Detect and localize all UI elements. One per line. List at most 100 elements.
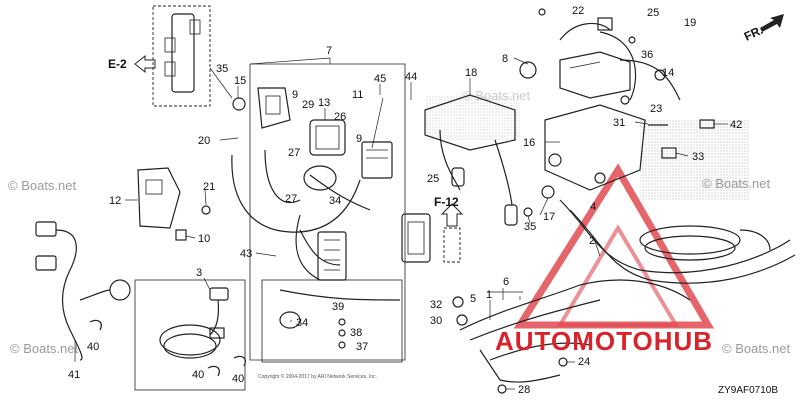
- grommet-17: [541, 185, 555, 199]
- callout-45: 45: [374, 73, 386, 85]
- callout-44: 44: [405, 71, 417, 83]
- frame-7: [249, 63, 406, 361]
- washer-36: [628, 36, 636, 44]
- copyright-line: Copyright © 2004-2017 by ARI Network Ser…: [258, 373, 377, 380]
- callout-41: 41: [68, 369, 80, 381]
- watermark-3: © Boats.net: [702, 176, 771, 191]
- relay-bracket: [232, 87, 291, 129]
- callout-40b: 40: [192, 369, 204, 381]
- callout-43: 43: [240, 248, 252, 260]
- callout-9b: 9: [356, 133, 362, 145]
- nut-30: [456, 314, 468, 326]
- clamp-34b: [279, 311, 301, 329]
- callout-labels: 22 25 19 36 FR. E-2 35 15 7 8 18 14 44 4…: [68, 5, 765, 396]
- callout-27b: 27: [285, 193, 297, 205]
- clip-40b: [207, 365, 220, 377]
- screws-37-39: [338, 318, 346, 349]
- wire-harness: [231, 149, 401, 301]
- callout-7: 7: [326, 45, 332, 57]
- callout-29: 29: [302, 99, 314, 111]
- callout-8: 8: [502, 53, 508, 65]
- lower-harness: [459, 279, 691, 383]
- callout-10: 10: [198, 233, 210, 245]
- callout-25b: 25: [427, 173, 439, 185]
- callout-37: 37: [356, 341, 368, 353]
- callout-23: 23: [650, 103, 662, 115]
- clamp-34: [303, 165, 337, 191]
- cable-14: [559, 22, 681, 101]
- callout-34b: 34: [296, 317, 308, 329]
- callout-30: 30: [430, 315, 442, 327]
- grommet-23: [620, 95, 630, 105]
- grommet-35: [523, 207, 533, 217]
- callout-18: 18: [465, 67, 477, 79]
- watermarks: © Boats.net © Boats.net © Boats.net © Bo…: [8, 88, 791, 356]
- brand-logo: [513, 163, 715, 329]
- callout-1: 1: [486, 289, 492, 301]
- battery-cables: [559, 199, 796, 284]
- callout-27a: 27: [288, 147, 300, 159]
- brand-text: AUTOMOTOHUB: [495, 326, 713, 356]
- diagram-code: ZY9AF0710B: [718, 385, 778, 396]
- watermark-1: © Boats.net: [8, 178, 77, 193]
- bolt-28: [497, 384, 507, 394]
- e2-group-box: [152, 5, 211, 107]
- harness-41: [35, 221, 131, 361]
- ref-e2: E-2: [108, 57, 127, 71]
- relay-block: [401, 213, 431, 263]
- plate-13: [309, 119, 346, 156]
- watermark-4: © Boats.net: [722, 341, 791, 356]
- callout-35: 35: [216, 63, 228, 75]
- watermark-2: © Boats.net: [10, 341, 79, 356]
- callout-12: 12: [109, 195, 121, 207]
- callout-26: 26: [334, 111, 346, 123]
- callout-33: 33: [692, 151, 704, 163]
- connector-19: [597, 17, 613, 31]
- halftone-shading-right: [640, 120, 750, 200]
- callout-42: 42: [730, 119, 742, 131]
- callout-31: 31: [613, 117, 625, 129]
- callout-35b: 35: [524, 221, 536, 233]
- e2-bracket: [164, 13, 201, 93]
- callout-9a: 9: [292, 89, 298, 101]
- front-label: FR.: [742, 23, 765, 44]
- callout-28: 28: [518, 384, 530, 396]
- halftone-shading: [425, 95, 520, 140]
- callout-22: 22: [572, 5, 584, 17]
- ref-f12: F-12: [434, 195, 459, 209]
- callout-6: 6: [503, 276, 509, 288]
- bolt-21: [201, 205, 211, 215]
- callout-5: 5: [470, 293, 476, 305]
- callout-16: 16: [523, 137, 535, 149]
- callout-21: 21: [203, 181, 215, 193]
- callout-36: 36: [641, 49, 653, 61]
- e2-arrow: [134, 54, 156, 74]
- callout-25: 25: [647, 7, 659, 19]
- bracket-12: [137, 167, 181, 229]
- clip-40a: [89, 319, 102, 331]
- subframe: [261, 279, 403, 363]
- callout-19: 19: [684, 17, 696, 29]
- callout-39: 39: [332, 301, 344, 313]
- callout-2: 2: [589, 235, 595, 247]
- callout-38: 38: [350, 327, 362, 339]
- front-arrow-icon: [760, 14, 784, 32]
- bolt-24: [558, 357, 568, 367]
- f12-arrow: [440, 203, 464, 263]
- callout-14: 14: [662, 67, 674, 79]
- callout-34a: 34: [329, 195, 341, 207]
- bolt-22: [538, 8, 546, 16]
- cable-3: [159, 287, 229, 359]
- clip-10: [175, 229, 187, 241]
- watermark-5: © Boats.net: [462, 88, 531, 103]
- callout-3: 3: [196, 267, 202, 279]
- callout-24: 24: [578, 356, 590, 368]
- callout-17: 17: [543, 211, 555, 223]
- leader-lines: [74, 57, 728, 390]
- washer-32: [452, 296, 464, 308]
- grommet-8: [519, 61, 537, 79]
- callout-40c: 40: [232, 373, 244, 385]
- callout-32: 32: [430, 299, 442, 311]
